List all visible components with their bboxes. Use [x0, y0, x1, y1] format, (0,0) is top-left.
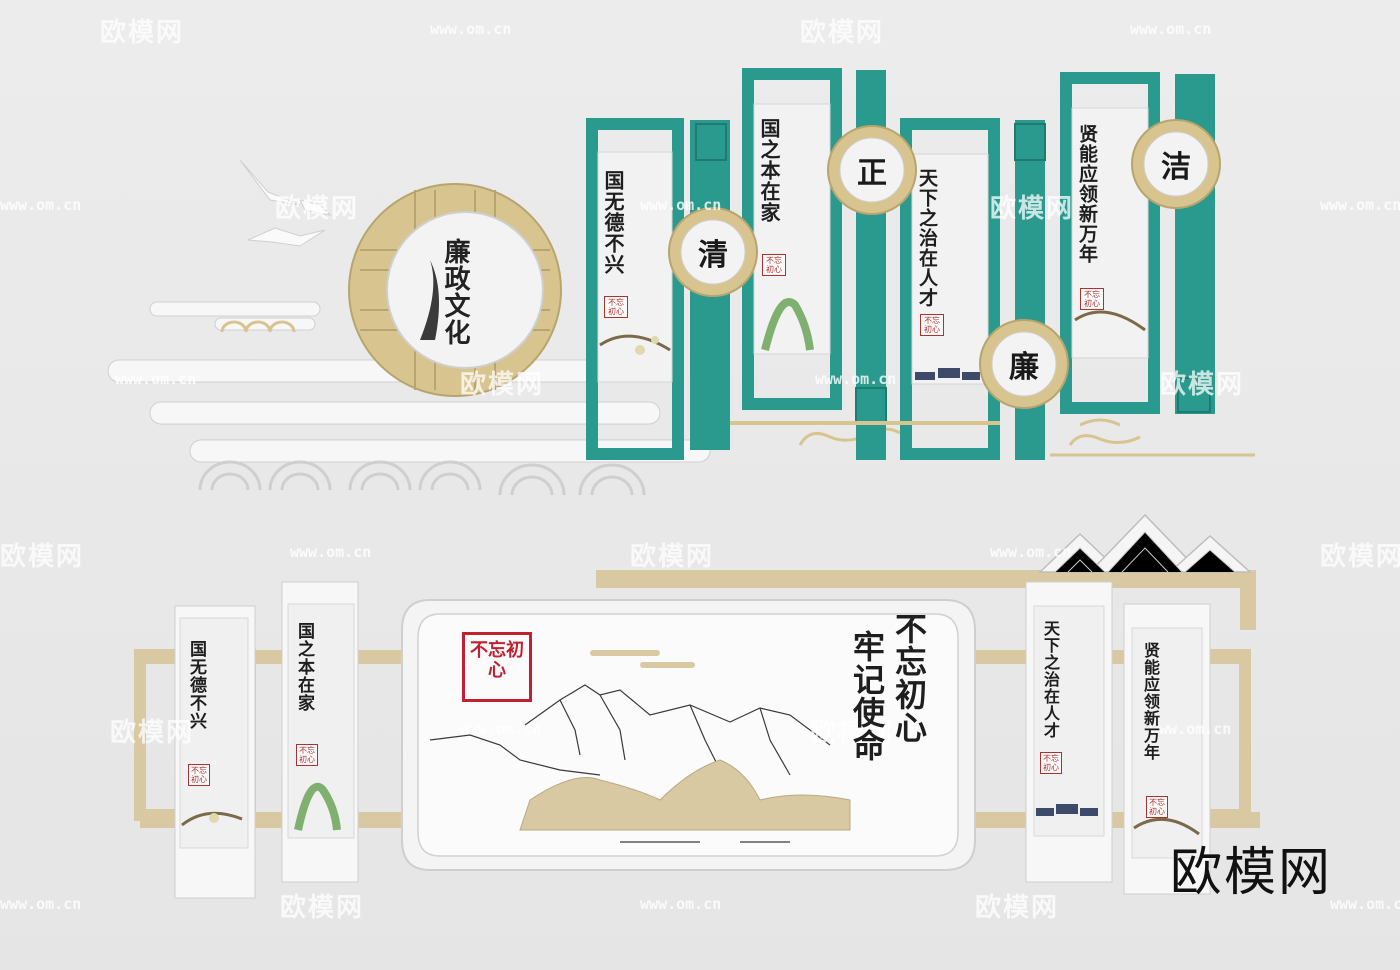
watermark-url: www.om.cn [990, 543, 1072, 561]
watermark-brand: 欧模网 [975, 893, 1060, 923]
top-seal-2: 不忘初心 [762, 254, 786, 276]
watermark-url: www.om.cn [0, 196, 82, 214]
bottom-seal-4: 不忘初心 [1146, 796, 1168, 818]
bottom-panel-title-2: 国之本在家 [294, 622, 314, 712]
bottom-seal-2: 不忘初心 [296, 744, 318, 766]
wave-arches [198, 460, 646, 496]
watermark-url: www.om.cn [815, 370, 897, 388]
watermark-url: www.om.cn [1320, 196, 1400, 214]
corner-logo: 欧模网 [1170, 843, 1333, 903]
top-panel-title-1: 国无德不兴 [601, 170, 625, 275]
bottom-panel-faces [179, 603, 1203, 859]
top-panel-title-4: 贤能应领新万年 [1076, 124, 1098, 264]
watermark-brand: 欧模网 [100, 18, 185, 48]
watermark-brand: 欧模网 [275, 194, 360, 224]
watermark-url: www.om.cn [1130, 20, 1212, 38]
watermark-url: www.om.cn [1150, 720, 1232, 738]
watermark-url: www.om.cn [460, 720, 542, 738]
main-disc-title: 廉政文化 [440, 238, 470, 346]
slogan-line-2: 牢记使命 [848, 630, 886, 762]
watermark-url: www.om.cn [640, 895, 722, 913]
birds-decoration [239, 159, 332, 247]
watermark-brand: 欧模网 [280, 893, 365, 923]
bottom-panel-title-3: 天下之治在人才 [1041, 620, 1060, 739]
slogan-line-1: 不忘初心 [890, 612, 928, 744]
top-seal-1: 不忘初心 [604, 296, 628, 318]
watermark-brand: 欧模网 [110, 718, 195, 748]
top-seal-4: 不忘初心 [1080, 288, 1104, 310]
watermark-brand: 欧模网 [810, 718, 895, 748]
watermark-brand: 欧模网 [460, 370, 545, 400]
char-disc-faces [680, 131, 1209, 397]
center-panel [401, 599, 976, 871]
watermark-url: www.om.cn [430, 20, 512, 38]
bottom-seal-1: 不忘初心 [188, 764, 210, 786]
watermark-brand: 欧模网 [0, 542, 85, 572]
watermark-brand: 欧模网 [630, 542, 715, 572]
top-panel-title-3: 天下之治在人才 [916, 168, 938, 308]
char-disc-qing: 清 [698, 238, 728, 273]
char-disc-jie: 洁 [1161, 150, 1191, 185]
red-stamp: 不忘初心 [462, 632, 532, 702]
panel-paintings [599, 298, 1146, 427]
top-seal-3: 不忘初心 [920, 314, 944, 336]
watermark-brand: 欧模网 [990, 194, 1075, 224]
watermark-url: www.om.cn [1330, 895, 1400, 913]
char-disc-zheng: 正 [857, 156, 887, 191]
main-disc [348, 183, 562, 397]
watermark-url: www.om.cn [0, 895, 82, 913]
watermark-brand: 欧模网 [1320, 542, 1400, 572]
bottom-seal-3: 不忘初心 [1040, 752, 1062, 774]
watermark-url: www.om.cn [290, 543, 372, 561]
bottom-panel-title-1: 国无德不兴 [186, 640, 206, 730]
watermark-url: www.om.cn [640, 196, 722, 214]
lattice-tiles [695, 123, 1211, 423]
mountain-stripes [1054, 531, 1236, 573]
watermark-url: www.om.cn [115, 370, 197, 388]
bottom-panel-paintings [181, 782, 1200, 836]
bottom-panel-title-4: 贤能应领新万年 [1141, 642, 1160, 761]
top-panel-title-2: 国之本在家 [757, 118, 781, 223]
scroll-panels [597, 103, 1149, 385]
watermark-brand: 欧模网 [1160, 370, 1245, 400]
char-disc-lian: 廉 [1009, 350, 1039, 385]
watermark-brand: 欧模网 [800, 18, 885, 48]
cloud-bars [107, 301, 711, 463]
